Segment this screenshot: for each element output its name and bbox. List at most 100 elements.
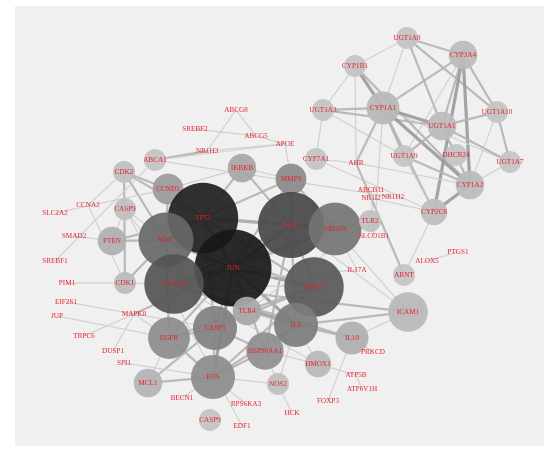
node-mmp9[interactable]: [275, 163, 307, 195]
node-label-hsp90aa1: HSP90AA1: [248, 347, 283, 355]
node-il10[interactable]: [335, 321, 369, 355]
node-label-dhcr24: DHCR24: [442, 151, 470, 159]
node-label-il6: IL6: [291, 321, 302, 329]
node-dhcr24[interactable]: [445, 144, 467, 166]
edge-CXCL8-IL10: [173, 282, 353, 340]
node-casp3[interactable]: [193, 306, 237, 350]
edge-CYP1A1-CYP1A2: [381, 106, 472, 187]
node-label-slco1b1: SLCO1B1: [359, 232, 390, 240]
node-label-jup: JUP: [51, 312, 63, 320]
edge-CYP1A2-AHR: [355, 162, 471, 186]
node-cyp7a1[interactable]: [305, 148, 327, 170]
edge-CYP1B1-CYP1A2: [354, 65, 471, 186]
node-il6[interactable]: [274, 303, 318, 347]
node-label-abcb11: ABCB11: [358, 186, 385, 194]
node-akt1[interactable]: [258, 192, 324, 258]
node-cxcl8[interactable]: [144, 254, 204, 314]
node-label-arnt: ARNT: [394, 271, 414, 279]
node-cyp1a2[interactable]: [455, 170, 485, 200]
edge-ABCG8-NR1H3: [206, 109, 237, 152]
node-label-srebf1: SREBF1: [42, 257, 68, 265]
node-arnt[interactable]: [393, 264, 415, 286]
node-label-casp9: CASP9: [114, 205, 136, 213]
node-label-mapk8: MAPK8: [122, 310, 147, 318]
node-label-vegfa: VEGFA: [323, 225, 347, 233]
edge-EIF2S1-CASP3: [65, 301, 216, 329]
node-label-cyp3a4: CYP3A4: [450, 51, 477, 59]
node-fos[interactable]: [191, 355, 235, 399]
node-label-hmox1: HMOX1: [305, 360, 331, 368]
node-label-cyp7a1: CYP7A1: [303, 155, 330, 163]
node-label-apoe: APOE: [276, 140, 295, 148]
edge-MAPK8-TRPC6: [83, 313, 135, 337]
node-layer: [97, 27, 521, 431]
node-ugt1a8[interactable]: [396, 27, 418, 49]
node-label-trpc6: TRPC6: [73, 332, 95, 340]
node-pten[interactable]: [97, 226, 127, 256]
node-vegfa[interactable]: [308, 202, 362, 256]
node-label-casp9: CASP9: [199, 416, 221, 424]
node-cyp2c8[interactable]: [420, 198, 448, 226]
edge-ABCG5-APOE: [255, 135, 286, 145]
node-label-alox5: ALOX5: [415, 257, 439, 265]
node-tlr4[interactable]: [232, 296, 262, 326]
node-label-foxp3: FOXP3: [317, 397, 339, 405]
node-label-ugt1a8: UGT1A8: [393, 34, 421, 42]
node-label-cyp1a1: CYP1A1: [370, 104, 397, 112]
node-hmox1[interactable]: [304, 350, 332, 378]
node-ugt1a10[interactable]: [486, 101, 508, 123]
node-cdk2[interactable]: [113, 161, 135, 183]
edge-SLC2A2-CCND1: [54, 188, 169, 214]
node-label-slc2a2: SLC2A2: [42, 209, 68, 217]
edge-ABCG8-ABCG5: [235, 109, 257, 137]
edge-CDK2-CDK1: [122, 171, 127, 284]
node-label-tlr4: TLR4: [238, 307, 256, 315]
node-abca1[interactable]: [144, 149, 166, 171]
node-cyp3a4[interactable]: [448, 40, 478, 70]
node-ugt1a7[interactable]: [499, 151, 521, 173]
node-label-akt1: AKT1: [282, 221, 301, 229]
node-label-cdk1: CDK1: [116, 279, 135, 287]
node-hsp90aa1[interactable]: [246, 332, 284, 370]
node-label-mmp9: MMP9: [281, 175, 302, 183]
node-label-nos2: NOS2: [269, 380, 287, 388]
node-label-cxcl8: CXCL8: [163, 280, 186, 288]
edge-UGT1A3-UGT1A9: [322, 109, 405, 157]
node-label-ikbkb: IKBKB: [231, 164, 254, 172]
node-label-ugt1a10: UGT1A10: [482, 108, 513, 116]
node-label-myc: MYC: [158, 236, 175, 244]
node-casp9[interactable]: [114, 198, 136, 220]
node-mcl1[interactable]: [133, 368, 163, 398]
edge-UGT1A8-UGT1A1: [405, 37, 444, 127]
node-egfr[interactable]: [148, 317, 190, 359]
node-casp9[interactable]: [199, 409, 221, 431]
node-cyp1a1[interactable]: [366, 91, 400, 125]
node-label-ugt1a9: UGT1A9: [390, 152, 418, 160]
node-ugt1a9[interactable]: [393, 145, 415, 167]
node-cdk1[interactable]: [114, 272, 136, 294]
node-label-abcg5: ABCG5: [244, 132, 268, 140]
node-label-ugt1a7: UGT1A7: [496, 158, 524, 166]
edge-ALOX5-PTGS1: [426, 251, 459, 262]
node-stat3[interactable]: [284, 257, 344, 317]
node-ugt1a1[interactable]: [427, 111, 457, 141]
node-label-tlr2: TLR2: [361, 217, 379, 225]
node-icam1[interactable]: [388, 292, 428, 332]
node-label-egfr: EGFR: [160, 334, 179, 342]
node-ikbkb[interactable]: [227, 153, 257, 183]
node-label-ccna2: CCNA2: [76, 201, 100, 209]
node-nos2[interactable]: [267, 373, 289, 395]
node-label-smad2: SMAD2: [62, 232, 87, 240]
node-label-becn1: BECN1: [171, 394, 194, 402]
node-myc[interactable]: [138, 212, 194, 268]
node-cyp1b1[interactable]: [344, 55, 366, 77]
node-label-abca1: ABCA1: [143, 156, 167, 164]
node-label-cyp1b1: CYP1B1: [342, 62, 368, 70]
node-label-tp53: TP53: [195, 214, 211, 222]
node-tlr2[interactable]: [359, 210, 381, 232]
node-jun[interactable]: [194, 229, 272, 307]
node-ugt1a3[interactable]: [312, 99, 334, 121]
node-label-casp3: CASP3: [204, 324, 226, 332]
node-label-rps6ka3: RPS6KA3: [231, 400, 262, 408]
